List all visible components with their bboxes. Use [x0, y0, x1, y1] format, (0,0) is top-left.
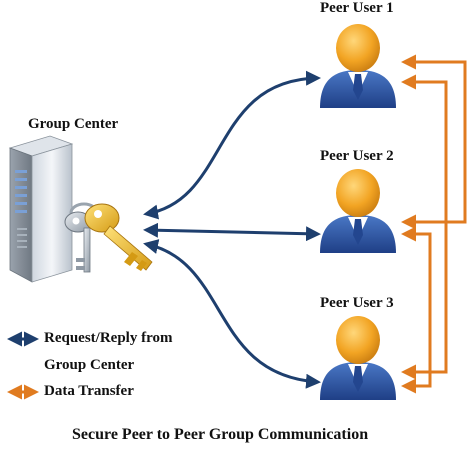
peer-user-2-icon — [320, 169, 396, 253]
data-path-peer2-peer3 — [401, 226, 432, 394]
server-tower-icon — [8, 135, 74, 283]
keys-icon — [64, 202, 153, 273]
peer-user-2-label: Peer User 2 — [320, 148, 394, 164]
legend-request-reply-text: Request/Reply from — [44, 330, 173, 346]
peer-user-1-icon — [320, 24, 396, 108]
peer-user-1-label: Peer User 1 — [320, 0, 394, 16]
request-arrow-peer3 — [143, 239, 321, 389]
legend-request-reply-text-line2: Group Center — [44, 357, 135, 373]
group-center-label: Group Center — [28, 116, 119, 132]
request-arrow-peer2 — [143, 222, 321, 242]
data-path-peer1-peer2 — [401, 54, 467, 230]
request-reply-arrows — [143, 70, 321, 389]
diagram-title: Secure Peer to Peer Group Communication — [72, 426, 369, 443]
request-arrow-peer1 — [143, 70, 321, 220]
data-transfer-arrows — [401, 54, 467, 394]
legend-data-transfer-text: Data Transfer — [44, 383, 134, 399]
peer-user-3-icon — [320, 316, 396, 400]
peer-user-3-label: Peer User 3 — [320, 295, 394, 311]
data-path-peer1-peer3 — [401, 74, 448, 380]
